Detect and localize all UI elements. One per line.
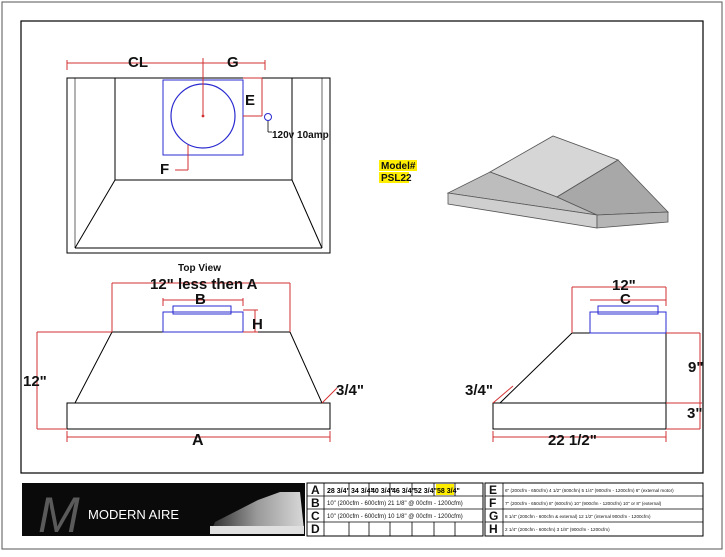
side-base-height: 3" (687, 405, 702, 422)
electrical-label: 120v 10amp (272, 130, 329, 141)
model-tag: Model# PSL22 (379, 160, 417, 184)
table-key-d: D (311, 522, 320, 536)
width-52: 52 3/4" (414, 488, 437, 495)
width-28: 28 3/4" (327, 488, 350, 495)
front-blower-b: B (195, 291, 206, 308)
front-height: 12" (23, 373, 47, 390)
side-blower-c: C (620, 291, 631, 308)
width-46: 46 3/4" (392, 488, 415, 495)
front-lip: 3/4" (336, 382, 364, 399)
centerline-label: CL (128, 54, 148, 71)
width-58: 58 3/4" (437, 488, 460, 495)
width-34: 34 3/4" (351, 488, 374, 495)
row-b-text: 10" (200cfm - 600cfm) 21 1/8" @ 00cfm - … (327, 501, 463, 507)
model-label: Model# (381, 161, 416, 172)
width-40: 40 3/4" (371, 488, 394, 495)
blower-box-front (162, 311, 244, 333)
dim-e-label: E (245, 92, 255, 109)
table-key-c: C (311, 509, 320, 523)
row-g-text: 8 1/4" (200cfm - 600cfm & external) 12 1… (505, 514, 651, 519)
table-key-g: G (489, 509, 498, 523)
front-top-width: 12" less then A (150, 276, 258, 293)
logo-banner: M MODERN AIRE (22, 483, 305, 543)
top-view: CL G E 120v 10amp F Top View (66, 54, 331, 274)
logo-monogram: M (38, 487, 80, 543)
side-base (492, 402, 667, 430)
inner-border (20, 20, 704, 474)
row-c-text: 10" (200cfm - 600cfm) 10 1/8" @ 00cfm - … (327, 514, 463, 520)
table-key-b: B (311, 496, 320, 510)
table-key-e: E (489, 483, 497, 497)
table-key-a: A (311, 483, 320, 497)
logo-brand: MODERN AIRE (88, 507, 179, 522)
front-width-a: A (192, 432, 204, 449)
hood-3d-render (446, 135, 669, 229)
side-top-depth: 12" (612, 277, 636, 294)
dim-g-label: G (227, 54, 239, 71)
side-depth: 22 1/2" (548, 432, 597, 449)
table-key-h: H (489, 522, 498, 536)
row-f-text: 7" (200cfm - 650cfm) 8" (600cfm) 10" (90… (505, 501, 662, 506)
side-lip: 3/4" (465, 382, 493, 399)
spec-table-right: E F G H 6" (200cfm - 650cfm) 4 1/2" (600… (484, 482, 704, 537)
blower-box-side (589, 311, 667, 334)
table-key-f: F (489, 496, 496, 510)
row-e-text: 6" (200cfm - 650cfm) 4 1/2" (600cfm) 5 1… (505, 488, 674, 493)
dim-f-label: F (160, 161, 169, 178)
model-number: PSL22 (381, 173, 412, 184)
top-view-caption: Top View (178, 263, 221, 274)
side-height: 9" (688, 359, 703, 376)
spec-table-left: A B C D 28 3/4" 34 3/4" 40 3/4" 46 3/4" … (306, 482, 484, 537)
electrical-box-icon (264, 113, 272, 121)
front-view: 12" less then A B H 12" 3/4" A (23, 276, 364, 449)
row-h-text: 2 1/4" (200cfm - 600cfm) 3 1/8" (900cfm … (505, 527, 610, 532)
front-base (66, 402, 331, 430)
front-dim-h: H (252, 316, 263, 333)
top-view-outline (66, 77, 331, 254)
side-view: 12" C 3/4" 9" 3" 22 1/2" (465, 277, 703, 449)
